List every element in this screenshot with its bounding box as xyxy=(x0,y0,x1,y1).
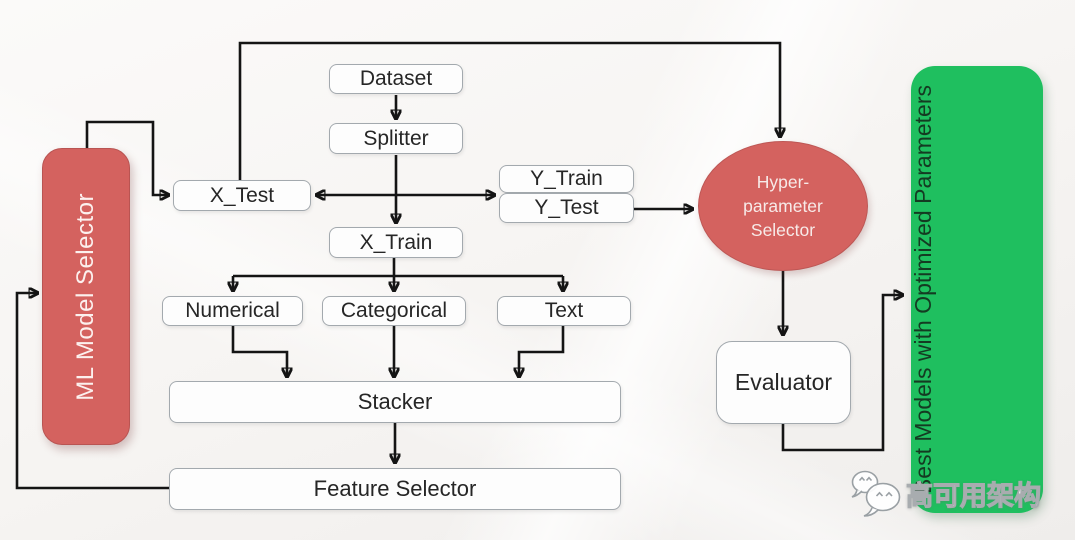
node-x-train: X_Train xyxy=(329,227,463,258)
node-splitter: Splitter xyxy=(329,123,463,154)
edge-xtest-to-hyperparameter-selector xyxy=(238,41,780,180)
node-x-train-label: X_Train xyxy=(359,230,433,254)
node-stacker-label: Stacker xyxy=(357,388,433,414)
node-evaluator: Evaluator xyxy=(716,341,851,424)
hyperparameter-selector-line1: Hyper- xyxy=(756,171,810,192)
node-feature-selector: Feature Selector xyxy=(169,468,621,510)
watermark: 高可用架构 xyxy=(850,464,1042,522)
node-numerical: Numerical xyxy=(162,296,303,326)
node-best-models: Best Models with Optimized Parameters xyxy=(910,66,1043,513)
node-x-test: X_Test xyxy=(173,180,311,211)
node-feature-selector-label: Feature Selector xyxy=(313,475,477,501)
node-y-test-label: Y_Test xyxy=(534,196,599,220)
node-hyperparameter-selector: Hyper- parameter Selector xyxy=(698,141,868,271)
node-stacker: Stacker xyxy=(169,381,621,423)
edge-text-to-stacker xyxy=(519,326,565,376)
edge-numerical-to-stacker xyxy=(231,326,287,376)
ml-model-selector-label: ML Model Selector xyxy=(71,192,99,401)
node-y-test: Y_Test xyxy=(499,193,634,223)
node-categorical-label: Categorical xyxy=(340,299,448,323)
edge-xtrain-split-rail xyxy=(233,258,563,278)
hyperparameter-selector-line2: parameter xyxy=(743,195,823,216)
node-y-train-label: Y_Train xyxy=(530,167,603,191)
node-text: Text xyxy=(497,296,631,326)
chat-bubbles-icon xyxy=(851,470,901,517)
node-numerical-label: Numerical xyxy=(185,299,280,323)
node-dataset: Dataset xyxy=(329,64,463,94)
node-ml-model-selector: ML Model Selector xyxy=(42,148,130,445)
node-evaluator-label: Evaluator xyxy=(734,368,833,395)
node-splitter-label: Splitter xyxy=(363,126,429,150)
node-x-test-label: X_Test xyxy=(209,183,275,207)
node-dataset-label: Dataset xyxy=(359,67,433,91)
node-text-label: Text xyxy=(544,299,584,323)
node-y-train: Y_Train xyxy=(499,165,634,193)
best-models-label: Best Models with Optimized Parameters xyxy=(910,84,936,495)
node-categorical: Categorical xyxy=(322,296,466,326)
hyperparameter-selector-line3: Selector xyxy=(750,220,816,241)
watermark-text: 高可用架构 xyxy=(905,480,1041,511)
